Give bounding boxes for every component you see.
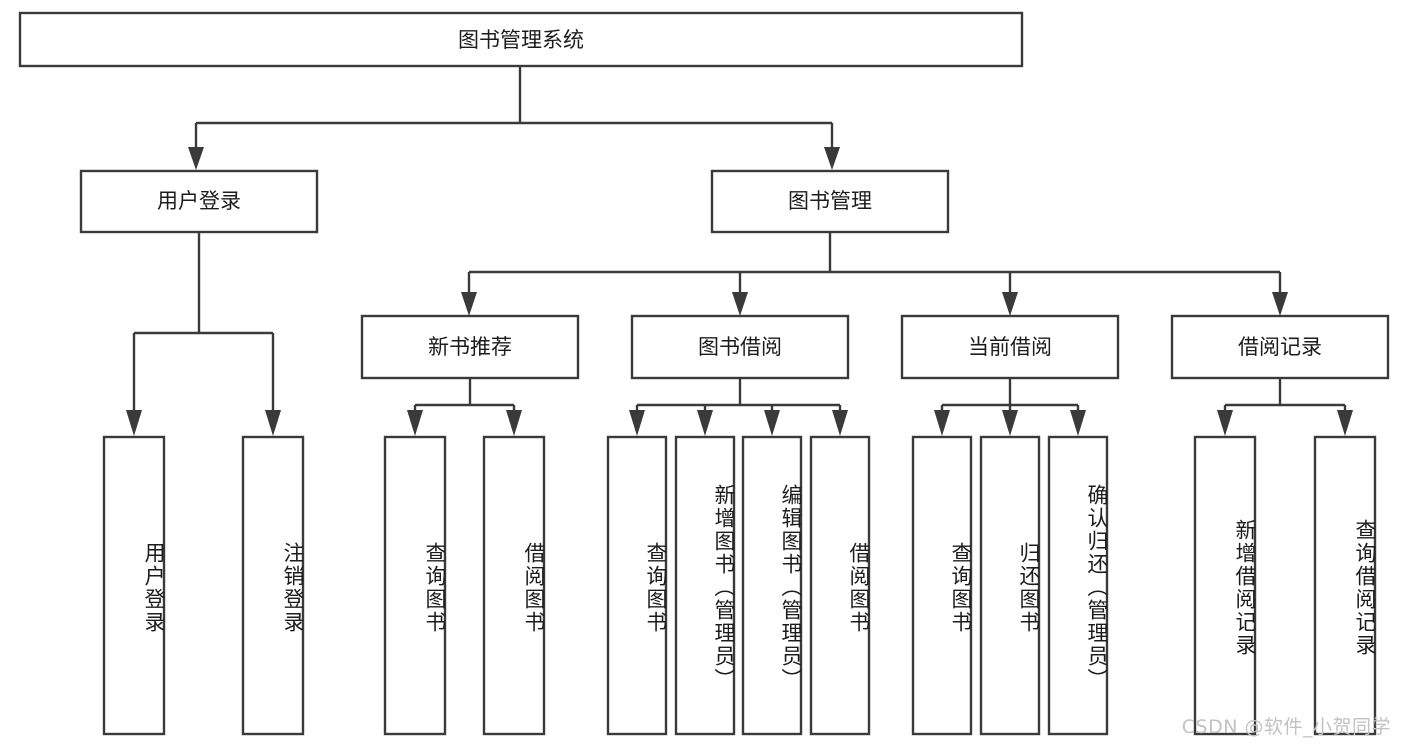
arrow-borrow-leaf-4: [832, 410, 848, 436]
leaf-newbook-query-book-box[interactable]: [383, 435, 447, 736]
leaf-logout-label: 注销登录: [281, 541, 303, 634]
leaf-current-query-book-box[interactable]: [911, 435, 973, 736]
node-user-login[interactable]: 用户登录: [79, 169, 319, 234]
arrow-to-new-book: [461, 292, 477, 316]
arrow-current-leaf-3: [1070, 410, 1086, 436]
node-current-borrow-label: 当前借阅: [968, 335, 1052, 359]
leaf-borrow-add-book-fo: 新增图书（管理员）: [712, 484, 734, 691]
leaf-current-confirm-return[interactable]: 确认归还（管理员）: [1047, 435, 1109, 736]
leaf-record-add-record-fo: 新增借阅记录: [1233, 518, 1255, 657]
node-borrow-record-box[interactable]: [1170, 314, 1390, 380]
leaf-newbook-borrow-book-fo: 借阅图书: [522, 541, 544, 634]
arrow-to-user-login: [188, 147, 204, 170]
leaf-record-query-record[interactable]: 查询借阅记录: [1313, 435, 1377, 736]
arrow-record-leaf-1: [1217, 410, 1233, 436]
leaf-newbook-query-book-label: 查询图书: [423, 541, 445, 634]
node-book-borrow-box[interactable]: [630, 314, 850, 380]
leaf-current-return-book-box[interactable]: [979, 435, 1041, 736]
node-new-book-recommend-box[interactable]: [360, 314, 580, 380]
leaf-current-query-book-fo: 查询图书: [949, 541, 971, 634]
arrow-borrow-leaf-1: [629, 410, 645, 436]
leaf-current-return-book[interactable]: 归还图书: [979, 435, 1041, 736]
leaf-borrow-add-book-label: 新增图书（管理员）: [712, 484, 734, 691]
arrow-to-borrow-record: [1272, 292, 1288, 316]
node-root[interactable]: 图书管理系统: [18, 11, 1024, 68]
leaf-record-add-record-label: 新增借阅记录: [1233, 518, 1255, 657]
leaf-borrow-query-book-box[interactable]: [606, 435, 668, 736]
arrow-newbook-leaf-1: [407, 410, 423, 436]
leaf-borrow-edit-book-fo: 编辑图书（管理员）: [779, 484, 801, 691]
leaf-current-return-book-label: 归还图书: [1017, 541, 1039, 634]
node-current-borrow[interactable]: 当前借阅: [900, 314, 1120, 380]
arrow-record-leaf-2: [1337, 410, 1353, 436]
arrow-to-current-borrow: [1002, 292, 1018, 316]
leaf-newbook-query-book-fo: 查询图书: [423, 541, 445, 634]
leaf-borrow-query-book[interactable]: 查询图书: [606, 435, 668, 736]
leaf-borrow-edit-book-label: 编辑图书（管理员）: [779, 484, 801, 691]
node-book-borrow-label: 图书借阅: [698, 335, 782, 359]
leaf-current-return-book-fo: 归还图书: [1017, 541, 1039, 634]
leaf-user-login[interactable]: 用户登录: [102, 435, 166, 736]
leaf-newbook-borrow-book-box[interactable]: [482, 435, 546, 736]
leaf-record-add-record-box[interactable]: [1193, 435, 1257, 736]
leaf-current-query-book-label: 查询图书: [949, 541, 971, 634]
leaf-record-query-record-label: 查询借阅记录: [1353, 518, 1375, 657]
node-user-login-box[interactable]: [79, 169, 319, 234]
arrow-borrow-leaf-2: [697, 410, 713, 436]
node-user-login-label: 用户登录: [157, 189, 241, 213]
node-new-book-recommend[interactable]: 新书推荐: [360, 314, 580, 380]
leaf-borrow-add-book[interactable]: 新增图书（管理员）: [674, 435, 736, 736]
leaf-current-confirm-return-box[interactable]: [1047, 435, 1109, 736]
arrow-current-leaf-1: [934, 410, 950, 436]
node-book-borrow[interactable]: 图书借阅: [630, 314, 850, 380]
arrow-borrow-leaf-3: [764, 410, 780, 436]
leaf-newbook-borrow-book[interactable]: 借阅图书: [482, 435, 546, 736]
node-book-management-box[interactable]: [710, 169, 950, 234]
node-root-label: 图书管理系统: [458, 28, 584, 52]
node-new-book-recommend-label: 新书推荐: [428, 335, 512, 359]
leaf-record-add-record[interactable]: 新增借阅记录: [1193, 435, 1257, 736]
leaf-borrow-borrow-book-box[interactable]: [809, 435, 871, 736]
leaf-user-login-fo: 用户登录: [142, 541, 164, 634]
node-borrow-record-label: 借阅记录: [1238, 335, 1322, 359]
leaf-record-query-record-box[interactable]: [1313, 435, 1377, 736]
arrow-to-book-mgmt: [824, 147, 840, 170]
node-book-management[interactable]: 图书管理: [710, 169, 950, 234]
arrow-current-leaf-2: [1002, 410, 1018, 436]
arrow-newbook-leaf-2: [506, 410, 522, 436]
leaf-borrow-borrow-book[interactable]: 借阅图书: [809, 435, 871, 736]
leaf-newbook-borrow-book-label: 借阅图书: [522, 541, 544, 634]
leaf-borrow-borrow-book-fo: 借阅图书: [847, 541, 869, 634]
leaf-current-query-book[interactable]: 查询图书: [911, 435, 973, 736]
leaf-newbook-query-book[interactable]: 查询图书: [383, 435, 447, 736]
leaf-record-query-record-fo: 查询借阅记录: [1353, 518, 1375, 657]
leaf-logout[interactable]: 注销登录: [241, 435, 305, 736]
leaf-logout-fo: 注销登录: [281, 541, 303, 634]
leaf-borrow-edit-book[interactable]: 编辑图书（管理员）: [741, 435, 803, 736]
node-root-box[interactable]: [18, 11, 1024, 68]
node-book-management-label: 图书管理: [788, 189, 872, 213]
leaf-borrow-edit-book-box[interactable]: [741, 435, 803, 736]
arrow-leaf-logout: [265, 410, 281, 436]
leaf-user-login-label: 用户登录: [142, 541, 164, 634]
leaf-current-confirm-return-label: 确认归还（管理员）: [1085, 484, 1107, 691]
arrow-leaf-user-login: [126, 410, 142, 436]
node-borrow-record[interactable]: 借阅记录: [1170, 314, 1390, 380]
connector-layer: [126, 66, 1353, 436]
leaf-borrow-borrow-book-label: 借阅图书: [847, 541, 869, 634]
arrow-to-book-borrow: [732, 292, 748, 316]
leaf-logout-box[interactable]: [241, 435, 305, 736]
leaf-borrow-query-book-fo: 查询图书: [644, 541, 666, 634]
leaf-current-confirm-return-fo: 确认归还（管理员）: [1085, 484, 1107, 691]
leaf-borrow-query-book-label: 查询图书: [644, 541, 666, 634]
leaf-borrow-add-book-box[interactable]: [674, 435, 736, 736]
leaf-user-login-box[interactable]: [102, 435, 166, 736]
node-current-borrow-box[interactable]: [900, 314, 1120, 380]
